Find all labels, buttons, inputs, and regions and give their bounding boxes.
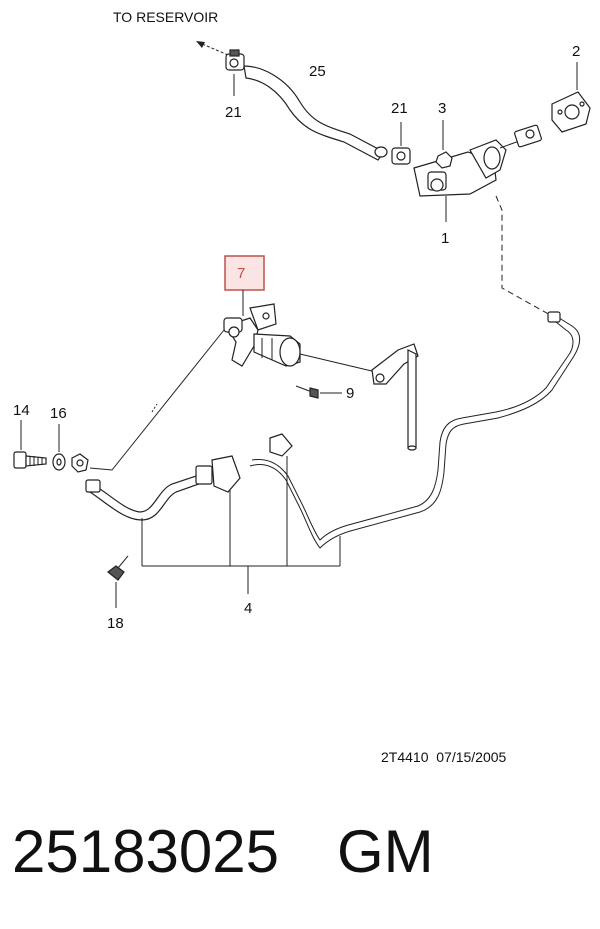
callout-9: 9	[346, 385, 354, 402]
dashed-tie-master	[495, 195, 553, 317]
drawing-code-and-date: 2T4410 07/15/2005	[381, 749, 507, 765]
callout-25: 25	[309, 63, 326, 80]
release-fork	[371, 343, 419, 451]
callout-2: 2	[572, 43, 580, 60]
reservoir-label: TO RESERVOIR	[113, 9, 218, 25]
callout-14: 14	[13, 402, 30, 419]
hose-clamp-part-21-upper	[225, 49, 245, 71]
washer-part-16	[52, 453, 66, 471]
bolt-part-9	[295, 385, 319, 399]
callout-21-upper: 21	[225, 104, 242, 121]
leader-4-bracket	[141, 456, 341, 594]
callout-7: 7	[237, 265, 245, 282]
gasket-part-2	[551, 91, 591, 133]
hose-fitting	[71, 453, 89, 473]
callout-3: 3	[438, 100, 446, 117]
part-footer: 25183025 GM	[12, 812, 592, 902]
leader-fitting-to-7	[89, 329, 225, 471]
clutch-master-cylinder-part-1	[413, 124, 542, 197]
pipe-bracket	[211, 433, 293, 493]
callout-1: 1	[441, 230, 449, 247]
hose-clamp-part-21-lower	[391, 147, 411, 165]
callout-21-lower: 21	[391, 100, 408, 117]
part-number: 25183025	[12, 818, 279, 885]
callout-16: 16	[50, 405, 67, 422]
callout-4: 4	[244, 600, 252, 617]
callout-18: 18	[107, 615, 124, 632]
clutch-pipe-part-4	[249, 311, 581, 549]
flex-hose-part-4	[85, 465, 213, 521]
leader-dash	[151, 403, 158, 413]
reservoir-arrow	[196, 41, 229, 56]
reservoir-hose-part-25	[243, 65, 388, 161]
bolt-part-18	[107, 555, 129, 581]
nut-part-3	[435, 151, 453, 169]
callout-7-highlight-box	[224, 255, 265, 291]
clutch-slave-cylinder-part-7	[223, 303, 377, 373]
clutch-hydraulic-diagram: TO RESERVOIR	[13, 9, 591, 632]
bolt-part-14	[13, 451, 47, 469]
brand-name: GM	[336, 818, 434, 885]
